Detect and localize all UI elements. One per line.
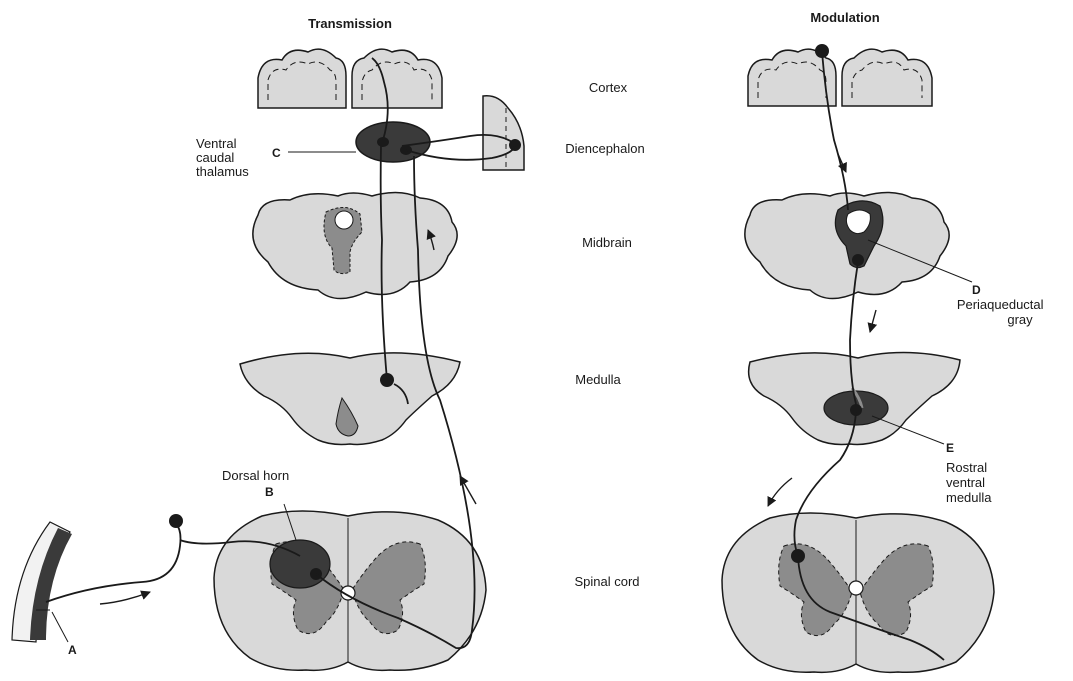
ventral-caudal-thalamus-label: Ventral caudal thalamus — [196, 136, 249, 179]
letter-b: B — [265, 485, 274, 499]
transmission-title: Transmission — [308, 16, 392, 31]
spinal-cord-label: Spinal cord — [574, 574, 639, 589]
descending-arrow-3 — [768, 478, 792, 506]
diencephalon-label: Diencephalon — [565, 141, 645, 156]
modulation-spinal-cord — [722, 513, 994, 672]
cortex-label: Cortex — [589, 80, 628, 95]
dorsal-horn-label: Dorsal horn — [222, 468, 289, 483]
periaqueductal-gray-label: Periaqueductal gray — [957, 297, 1047, 327]
modulation-title: Modulation — [810, 10, 879, 25]
transmission-midbrain — [253, 192, 457, 298]
descending-arrow-2 — [870, 310, 876, 332]
medulla-label: Medulla — [575, 372, 621, 387]
midbrain-label: Midbrain — [582, 235, 632, 250]
letter-c: C — [272, 146, 281, 160]
letter-a: A — [68, 643, 77, 657]
ventral-caudal-thalamus — [356, 122, 430, 162]
transmission-cortex — [258, 49, 442, 108]
modulation-cortex — [748, 44, 932, 106]
afferent-cell-body — [169, 514, 183, 528]
ascending-arrow-lower — [460, 476, 476, 504]
skin-segment — [12, 522, 72, 642]
transmission-spinal-cord — [214, 511, 486, 670]
transmission-medulla — [240, 353, 460, 445]
rostral-ventral-medulla-label: Rostral ventral medulla — [946, 460, 992, 505]
letter-e: E — [946, 441, 954, 455]
pointer-a — [52, 612, 68, 642]
afferent-arrow — [100, 592, 150, 604]
letter-d: D — [972, 283, 981, 297]
